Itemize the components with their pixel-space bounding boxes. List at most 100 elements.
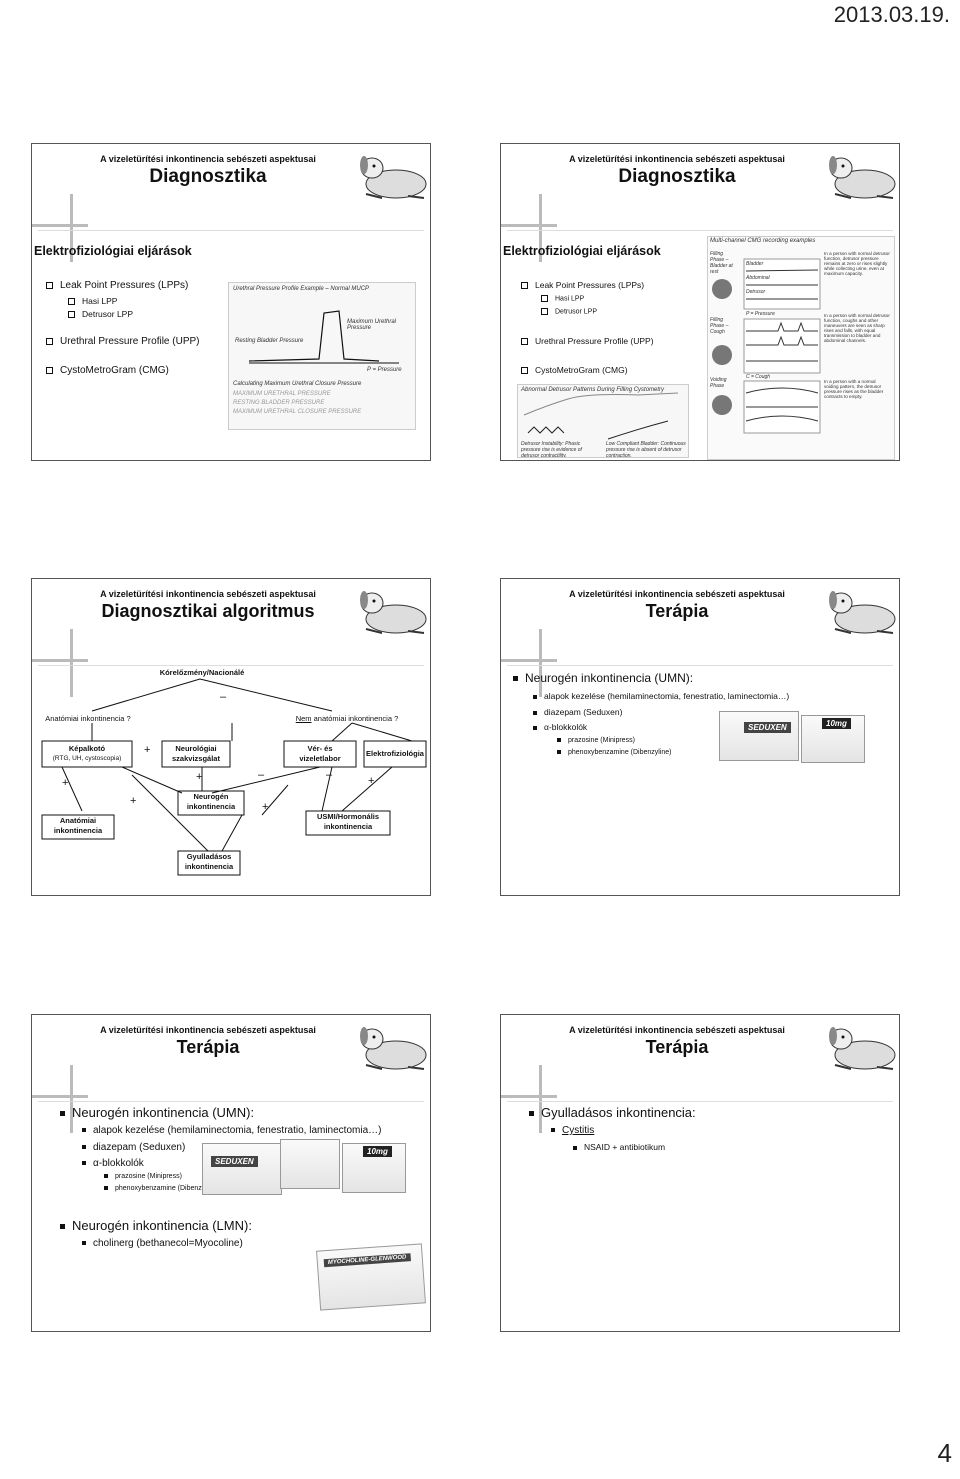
node-nem-anatomiai-kerdes: Nem anatómiai inkontinencia ? (272, 714, 422, 724)
decor-line (38, 665, 424, 666)
decor-cross-h (32, 659, 88, 662)
slide-title: Terápia (645, 601, 709, 621)
figure-note: In a person with normal detrusor functio… (824, 313, 890, 343)
plus-sign: + (130, 795, 137, 807)
list-item: alapok kezelése (hemilaminectomia, fenes… (82, 1125, 381, 1136)
figure-title: Multi-channel CMG recording examples (710, 238, 816, 244)
list-item-text: Urethral Pressure Profile (UPP) (60, 336, 200, 347)
node-korelozmeny: Kórelőzmény/Nacionálé (159, 668, 245, 677)
section-text: Neurogén inkontinencia (LMN): (72, 1218, 252, 1233)
node-gyulladasos: Gyulladásos (186, 852, 232, 861)
list-item-text: CystoMetroGram (CMG) (60, 365, 169, 376)
list-subitem: Hasi LPP (68, 296, 117, 306)
list-item-text: α-blokkolók (544, 722, 588, 732)
list-item-text: Urethral Pressure Profile (UPP) (535, 336, 654, 346)
minus-sign: – (258, 769, 265, 781)
bullet-icon (557, 738, 561, 743)
list-item: CystoMetroGram (CMG) (521, 365, 628, 375)
figure-label: Filling Phase – Cough (710, 317, 729, 335)
decor-cross-v (539, 194, 542, 262)
decor-line (38, 1101, 424, 1102)
slide-terapia-2: A vizeletürítési inkontinencia sebészeti… (31, 1014, 431, 1332)
node-kepalkoto-sub: (RTG, UH, cystoscopia) (52, 755, 122, 762)
list-item-text: CystoMetroGram (CMG) (535, 365, 628, 375)
page-number: 4 (937, 1438, 952, 1468)
drug-box-image (280, 1139, 340, 1189)
detrusor-curves (523, 392, 679, 440)
plus-sign: + (62, 777, 69, 789)
list-item-text: prazosine (Minipress) (568, 737, 635, 744)
list-item: diazepam (Seduxen) (82, 1142, 185, 1153)
node-text: anatómiai inkontinencia ? (311, 714, 399, 723)
underline-nem: Nem (295, 714, 312, 723)
list-item-text: alapok kezelése (hemilaminectomia, fenes… (93, 1125, 382, 1136)
decor-line (38, 230, 424, 231)
slide-title: Diagnosztika (618, 166, 736, 187)
slide-diagnosztikai-algoritmus: A vizeletürítési inkontinencia sebészeti… (31, 578, 431, 896)
bullet-icon (513, 676, 518, 682)
decor-line (507, 1101, 893, 1102)
bullet-icon (104, 1186, 108, 1191)
bullet-icon (82, 1241, 86, 1246)
decor-cross-v (70, 194, 73, 262)
figure-label: C = Cough (746, 374, 771, 380)
bullet-icon (82, 1145, 86, 1150)
node-ver-vizeletlabor: Vér- és (307, 744, 333, 753)
list-subitem: Detrusor LPP (541, 308, 597, 315)
bullet-icon (82, 1128, 86, 1133)
list-item-text: Leak Point Pressures (LPPs) (535, 280, 645, 290)
section-colon: : (692, 1105, 696, 1120)
list-item: diazepam (Seduxen) (533, 707, 622, 717)
section-heading: Elektrofiziológiai eljárások (34, 244, 192, 258)
bullet-icon (557, 750, 561, 755)
slide-subtitle: A vizeletürítési inkontinencia sebészeti… (569, 1025, 785, 1035)
list-item: Urethral Pressure Profile (UPP) (521, 336, 654, 346)
bullet-icon (541, 308, 548, 315)
bullet-icon (533, 694, 537, 699)
node-neurologiai: Neurológiai (175, 744, 217, 753)
decor-cross-v (539, 629, 542, 697)
dog-illustration (829, 1027, 896, 1070)
list-subitem: phenoxybenzamine (Dibenzyline) (557, 749, 672, 756)
dog-illustration (360, 591, 427, 634)
drug-label: 10mg (822, 718, 851, 729)
decor-line (507, 665, 893, 666)
slide-subtitle: A vizeletürítési inkontinencia sebészeti… (100, 1025, 316, 1035)
list-item-text: α-blokkolók (93, 1158, 144, 1169)
node-usmi: inkontinencia (323, 822, 373, 831)
slide-subtitle: A vizeletürítési inkontinencia sebészeti… (100, 589, 316, 599)
list-item-text: Detrusor LPP (555, 308, 598, 316)
section-text: Neurogén inkontinencia (UMN): (525, 671, 694, 685)
list-item-text: Leak Point Pressures (LPPs) (60, 280, 189, 291)
list-item-text: diazepam (Seduxen) (93, 1142, 186, 1153)
figure-label: RESTING BLADDER PRESSURE (233, 400, 325, 406)
list-item: Urethral Pressure Profile (UPP) (46, 336, 199, 347)
slide-subtitle: A vizeletürítési inkontinencia sebészeti… (100, 154, 316, 164)
bullet-icon (551, 1128, 555, 1133)
list-subitem: phenoxybenzamine (Dibenzyline) (104, 1185, 219, 1192)
list-item-text: cholinerg (bethanecol=Myocoline) (93, 1238, 243, 1249)
bullet-icon (46, 281, 53, 289)
figure-note: In a person with normal detrusor functio… (824, 251, 890, 276)
node-neurologiai: szakvizsgálat (172, 754, 220, 763)
section-heading: Gyulladásos inkontinencia: (529, 1105, 696, 1120)
slide-title: Diagnosztikai algoritmus (101, 601, 315, 621)
decor-cross-h (32, 1095, 88, 1098)
decor-cross-v (70, 629, 73, 697)
decor-cross-h (32, 224, 88, 227)
bullet-icon (46, 366, 53, 374)
bullet-icon (521, 338, 528, 346)
bullet-icon (46, 337, 53, 345)
slide-terapia-1: A vizeletürítési inkontinencia sebészeti… (500, 578, 900, 896)
bullet-icon (533, 725, 537, 730)
dog-illustration (360, 1027, 427, 1070)
drug-label: SEDUXEN (211, 1156, 258, 1167)
list-item-text: NSAID + antibiotikum (584, 1142, 666, 1152)
slide-title: Terápia (176, 1037, 240, 1057)
cmg-traces (712, 258, 821, 434)
bullet-icon (529, 1111, 534, 1117)
figure-subcaption: Low Compliant Bladder: Continuous pressu… (606, 441, 686, 458)
section-heading: Neurogén inkontinencia (UMN): (513, 671, 693, 685)
bullet-icon (82, 1161, 86, 1166)
bullet-icon (521, 282, 528, 290)
